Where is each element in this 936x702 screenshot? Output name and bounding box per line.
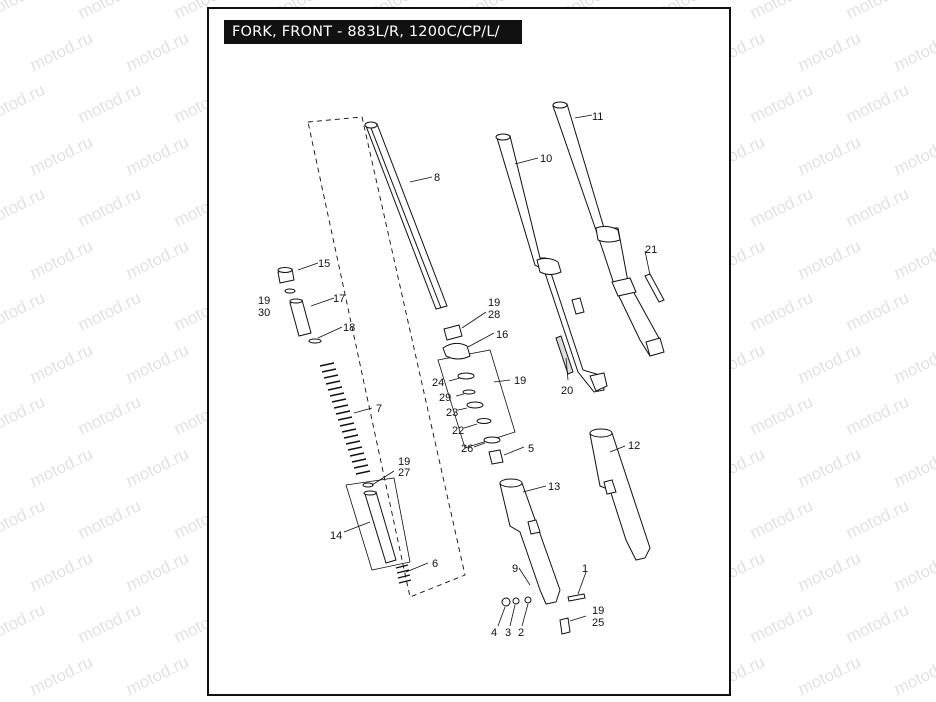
callout-19-b: 19 — [488, 297, 500, 309]
valve-group-outline — [437, 349, 516, 449]
callout-20: 20 — [561, 385, 573, 397]
callout-3: 3 — [505, 627, 511, 639]
lower-slider-13 — [499, 478, 561, 605]
oring-19-30 — [284, 288, 296, 294]
ring-29 — [462, 389, 476, 395]
callout-9: 9 — [512, 563, 518, 575]
callout-15: 15 — [318, 258, 330, 270]
callout-22: 22 — [452, 425, 464, 437]
callout-19-d: 19 — [398, 456, 410, 468]
callout-19-e: 19 — [592, 605, 604, 617]
callout-30: 30 — [258, 307, 270, 319]
washer-26 — [483, 436, 501, 444]
callout-29: 29 — [439, 392, 451, 404]
ring-27 — [362, 482, 374, 488]
nut-4 — [501, 597, 511, 607]
leader-lines — [297, 114, 651, 627]
diagram-title: FORK, FRONT - 883L/R, 1200C/CP/L/ — [224, 20, 522, 44]
bushing-5 — [488, 449, 504, 465]
bolt-1 — [567, 593, 586, 602]
washer-18 — [308, 338, 322, 344]
callout-26: 26 — [461, 443, 473, 455]
washer-2 — [524, 596, 532, 604]
damper-rod-14 — [363, 490, 397, 564]
assembly-outline-dashed — [307, 116, 466, 598]
callout-10: 10 — [540, 153, 552, 165]
fork-slider-11 — [552, 101, 665, 357]
pin-21 — [644, 273, 665, 303]
lower-slider-12 — [589, 428, 651, 561]
callout-16: 16 — [496, 329, 508, 341]
fork-slider-10 — [495, 133, 608, 393]
callout-17: 17 — [333, 293, 345, 305]
cap-15 — [277, 267, 295, 284]
callout-5: 5 — [528, 443, 534, 455]
plate-20 — [555, 335, 574, 375]
callout-7: 7 — [376, 403, 382, 415]
callout-28: 28 — [488, 309, 500, 321]
callout-8: 8 — [434, 172, 440, 184]
callout-25: 25 — [592, 617, 604, 629]
callout-19-a: 19 — [258, 295, 270, 307]
callout-6: 6 — [432, 558, 438, 570]
ring-22 — [476, 418, 492, 424]
callout-1: 1 — [582, 563, 588, 575]
spacer-17 — [289, 298, 312, 337]
callout-23: 23 — [446, 407, 458, 419]
seal-16 — [442, 342, 471, 360]
callout-18: 18 — [343, 322, 355, 334]
callout-19-c: 19 — [514, 375, 526, 387]
callout-27: 27 — [398, 467, 410, 479]
screw-25 — [559, 617, 571, 635]
cartridge-group-outline — [345, 477, 411, 571]
callout-12: 12 — [628, 440, 640, 452]
fork-tube-8 — [364, 121, 448, 310]
washer-3 — [512, 597, 520, 605]
spring-7 — [319, 362, 371, 475]
callout-21: 21 — [645, 244, 657, 256]
callout-14: 14 — [330, 530, 342, 542]
washer-24 — [457, 372, 475, 380]
callout-13: 13 — [548, 481, 560, 493]
spring-6 — [395, 564, 412, 584]
callout-11: 11 — [592, 111, 603, 123]
washer-23 — [466, 401, 484, 409]
bushing-28 — [443, 324, 463, 341]
callout-24: 24 — [432, 377, 444, 389]
callout-4: 4 — [491, 627, 497, 639]
callout-2: 2 — [518, 627, 524, 639]
